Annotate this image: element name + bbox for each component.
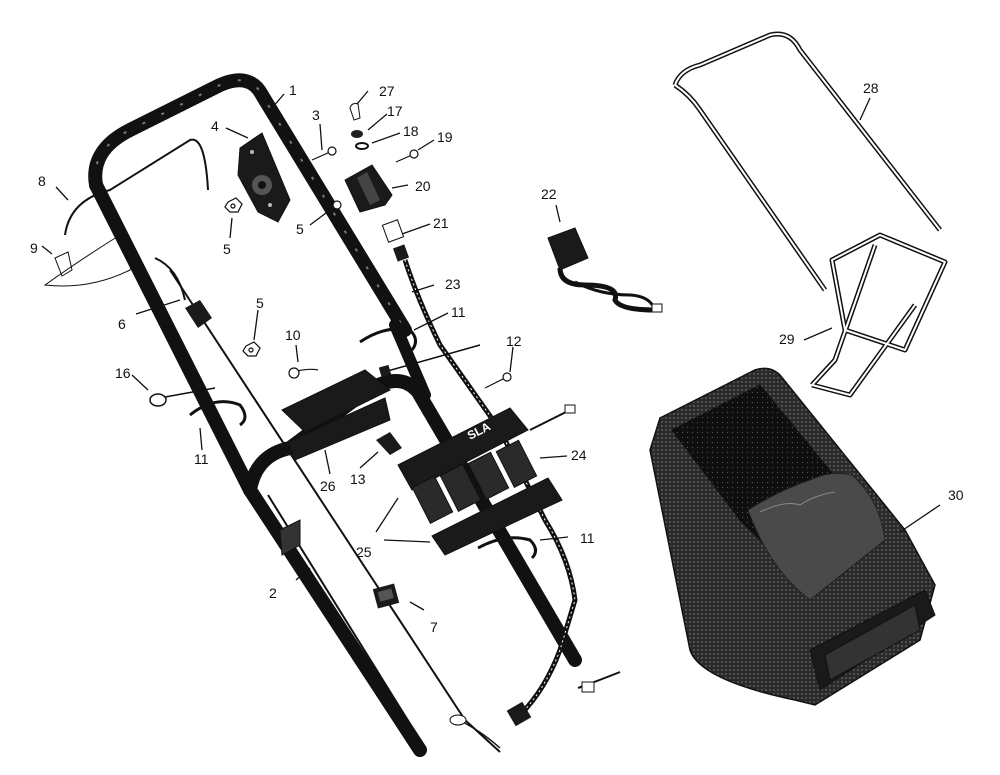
callout-18: 18 — [403, 123, 419, 139]
callout-4: 4 — [211, 118, 219, 134]
leader-lines — [41, 90, 941, 611]
switch-housing-part — [237, 132, 291, 223]
callout-21: 21 — [433, 215, 449, 231]
callout-23: 23 — [445, 276, 461, 292]
grass-bag-frame-part — [672, 31, 948, 398]
callout-22: 22 — [541, 186, 557, 202]
switch-terminal-part — [43, 234, 134, 287]
callout-28: 28 — [863, 80, 879, 96]
callout-9: 9 — [30, 240, 38, 256]
callout-1: 1 — [289, 82, 297, 98]
wire-harness — [402, 259, 578, 717]
harness-connectors — [449, 671, 621, 749]
grass-bag-frame-inner — [674, 33, 946, 396]
battery-charger-part — [547, 227, 663, 313]
fastener-screws — [224, 146, 512, 389]
callout-8: 8 — [38, 173, 46, 189]
bolt-part — [378, 344, 481, 378]
callout-20: 20 — [415, 178, 431, 194]
grass-bag-part — [649, 367, 936, 706]
lower-handle-part — [243, 319, 582, 757]
callout-27: 27 — [379, 83, 395, 99]
battery-bracket-part — [281, 369, 391, 461]
callout-5c: 5 — [256, 295, 264, 311]
callout-5b: 5 — [296, 221, 304, 237]
cable-tie-part — [185, 300, 212, 328]
callout-labels: 1 2 3 4 5 5 5 6 7 8 9 10 11 11 11 12 13 … — [30, 80, 964, 635]
callout-2: 2 — [269, 585, 277, 601]
switch-box-part — [344, 103, 393, 213]
callout-7: 7 — [430, 619, 438, 635]
callout-10: 10 — [285, 327, 301, 343]
cable-clips — [189, 327, 537, 560]
callout-25: 25 — [356, 544, 372, 560]
knob-part — [376, 432, 402, 455]
connector-part — [381, 219, 410, 262]
callout-26: 26 — [320, 478, 336, 494]
callout-11c: 11 — [580, 530, 595, 546]
callout-13: 13 — [350, 471, 366, 487]
callout-30: 30 — [948, 487, 964, 503]
callout-29: 29 — [779, 331, 795, 347]
callout-17: 17 — [387, 103, 403, 119]
label-plate-part — [372, 583, 400, 609]
callout-5a: 5 — [223, 241, 231, 257]
callout-19: 19 — [437, 129, 453, 145]
callout-11a: 11 — [451, 304, 466, 320]
battery-pack-part: SLA — [397, 404, 576, 556]
callout-16: 16 — [115, 365, 131, 381]
callout-11b: 11 — [194, 451, 209, 467]
callout-24: 24 — [571, 447, 587, 463]
hook-part — [149, 387, 216, 407]
callout-3: 3 — [312, 107, 320, 123]
callout-6: 6 — [118, 316, 126, 332]
callout-12: 12 — [506, 333, 522, 349]
